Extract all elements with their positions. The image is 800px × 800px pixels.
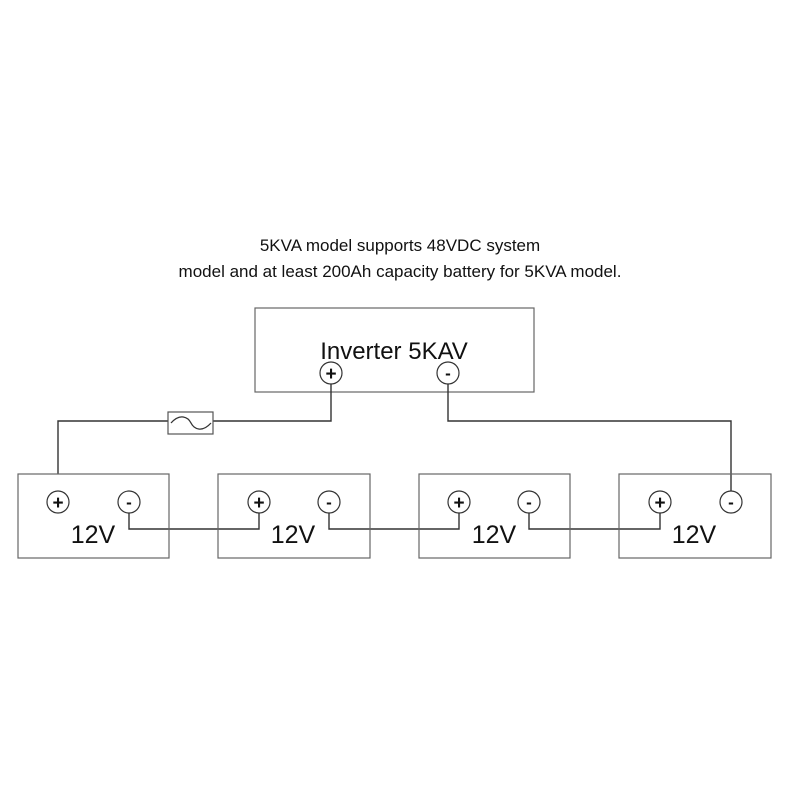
fuse-symbol-icon — [170, 416, 212, 430]
positive-wire-inverter-to-fuse — [213, 384, 332, 422]
caption-line-2: model and at least 200Ah capacity batter… — [179, 262, 622, 281]
fuse — [167, 411, 214, 435]
battery-negative-terminal — [719, 490, 743, 514]
series-link-2-3 — [328, 513, 460, 530]
battery-positive-terminal — [247, 490, 271, 514]
battery-negative-terminal — [117, 490, 141, 514]
battery-4: + - 12V — [618, 473, 772, 559]
battery-3: + - 12V — [418, 473, 571, 559]
battery-box — [217, 473, 371, 559]
battery-positive-terminal — [447, 490, 471, 514]
inverter: Inverter 5KAV + - — [254, 307, 535, 393]
battery-positive-symbol: + — [52, 493, 63, 514]
negative-wire — [447, 384, 732, 491]
battery-negative-symbol: - — [326, 493, 332, 512]
battery-negative-symbol: - — [728, 493, 734, 512]
battery-positive-terminal — [46, 490, 70, 514]
positive-wire-fuse-to-battery — [57, 420, 168, 474]
series-link-3-4 — [528, 513, 661, 530]
battery-positive-symbol: + — [253, 493, 264, 514]
battery-positive-terminal — [648, 490, 672, 514]
battery-negative-symbol: - — [526, 493, 532, 512]
inverter-box — [254, 307, 535, 393]
battery-negative-terminal — [517, 490, 541, 514]
inverter-label: Inverter 5KAV — [320, 338, 468, 365]
battery-voltage-label: 12V — [71, 521, 116, 549]
battery-positive-symbol: + — [453, 493, 464, 514]
battery-positive-symbol: + — [654, 493, 665, 514]
battery-voltage-label: 12V — [271, 521, 316, 549]
battery-2: + - 12V — [217, 473, 371, 559]
battery-box — [418, 473, 571, 559]
series-link-1-2 — [128, 513, 260, 530]
caption-line-1: 5KVA model supports 48VDC system — [260, 236, 540, 255]
battery-box — [618, 473, 772, 559]
battery-negative-terminal — [317, 490, 341, 514]
battery-1: + - 12V — [17, 473, 170, 559]
inverter-positive-symbol: + — [325, 364, 336, 385]
battery-voltage-label: 12V — [672, 521, 717, 549]
battery-box — [17, 473, 170, 559]
battery-voltage-label: 12V — [472, 521, 517, 549]
battery-negative-symbol: - — [126, 493, 132, 512]
inverter-negative-symbol: - — [445, 364, 451, 383]
wires — [57, 384, 732, 530]
